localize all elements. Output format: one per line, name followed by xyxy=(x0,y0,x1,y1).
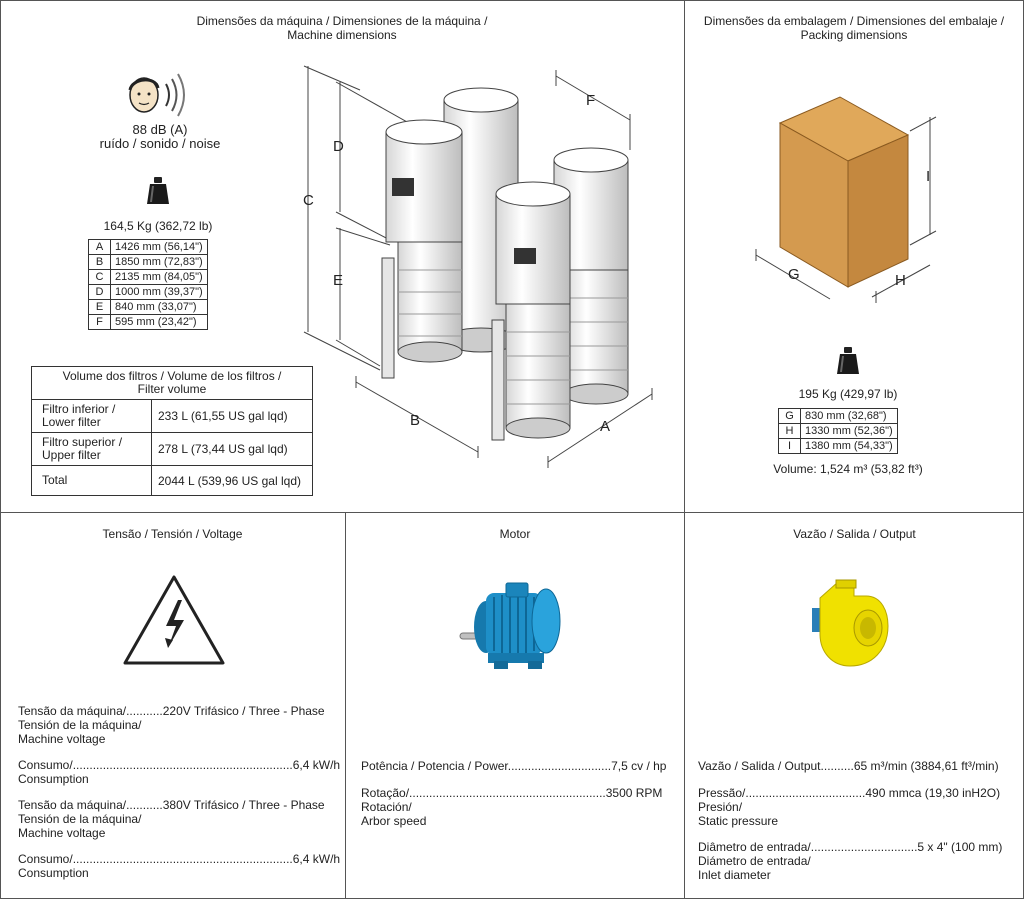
divider-vertical-bottom-left xyxy=(345,512,346,899)
filter-volume-row: Total 2044 L (539,96 US gal lqd) xyxy=(32,466,312,495)
high-voltage-warning-icon xyxy=(123,575,225,665)
dimension-value: 1330 mm (52,36") xyxy=(800,423,898,439)
weight-icon xyxy=(147,177,169,204)
output-flow-spec: Vazão / Salida / Output..........65 m³/m… xyxy=(698,759,999,773)
dimension-label-d: D xyxy=(333,138,344,155)
dimension-label-c: C xyxy=(303,192,314,209)
packing-dimensions-title: Dimensões da embalagem / Dimensiones del… xyxy=(703,14,1005,42)
blower-fan-icon xyxy=(812,579,889,667)
voltage-380-spec: Tensão da máquina/...........380V Trifás… xyxy=(18,798,325,840)
filter-cylinder xyxy=(381,119,463,379)
dimension-key: G xyxy=(778,408,801,424)
dimension-label-b: B xyxy=(410,412,421,429)
dust-collector-drawing xyxy=(303,65,653,468)
dimension-key: A xyxy=(88,239,111,255)
filter-volume-row: Filtro superior / Upper filter 278 L (73… xyxy=(32,433,312,466)
noise-value: 88 dB (A) xyxy=(132,122,188,137)
divider-vertical-right xyxy=(684,0,685,899)
filter-volume-value: 233 L (61,55 US gal lqd) xyxy=(158,409,288,423)
weight-icon xyxy=(837,347,859,374)
output-title: Vazão / Salida / Output xyxy=(793,527,916,541)
dimension-key: E xyxy=(88,299,111,315)
dimension-key: F xyxy=(88,314,111,330)
dimension-label-e: E xyxy=(333,272,344,289)
dimension-label-g: G xyxy=(788,266,800,283)
divider-horizontal xyxy=(0,512,1024,513)
motor-title: Motor xyxy=(499,527,531,541)
dimension-key: H xyxy=(778,423,801,439)
output-inlet-spec: Diâmetro de entrada/....................… xyxy=(698,840,1003,882)
machine-dimensions-title: Dimensões da máquina / Dimensiones de la… xyxy=(196,14,488,42)
dimension-value: 1850 mm (72,83") xyxy=(110,254,208,270)
packing-box-drawing xyxy=(755,96,937,303)
voltage-220-spec: Tensão da máquina/...........220V Trifás… xyxy=(18,704,325,746)
noise-icon xyxy=(128,73,185,117)
output-pressure-spec: Pressão/................................… xyxy=(698,786,1001,828)
dimension-label-h: H xyxy=(895,272,906,289)
dimension-key: C xyxy=(88,269,111,285)
filter-volume-label: Filtro superior / Upper filter xyxy=(32,433,152,465)
filter-volume-value: 2044 L (539,96 US gal lqd) xyxy=(158,473,301,488)
consumption-380-spec: Consumo/................................… xyxy=(18,852,341,880)
packing-volume: Volume: 1,524 m³ (53,82 ft³) xyxy=(773,462,923,476)
dimension-value: 595 mm (23,42") xyxy=(110,314,208,330)
dimension-label-i: I xyxy=(926,168,931,185)
dimension-label-a: A xyxy=(600,418,611,435)
filter-cylinder xyxy=(491,181,571,441)
filter-volume-title: Volume dos filtros / Volume de los filtr… xyxy=(32,367,312,400)
voltage-title: Tensão / Tensión / Voltage xyxy=(102,527,243,541)
filter-volume-table: Volume dos filtros / Volume de los filtr… xyxy=(31,366,313,496)
motor-power-spec: Potência / Potencia / Power.............… xyxy=(361,759,667,773)
filter-volume-label: Total xyxy=(32,466,152,495)
packing-weight: 195 Kg (429,97 lb) xyxy=(798,387,898,401)
dimension-value: 1000 mm (39,37") xyxy=(110,284,208,300)
dimension-key: D xyxy=(88,284,111,300)
dimension-value: 2135 mm (84,05") xyxy=(110,269,208,285)
filter-volume-value: 278 L (73,44 US gal lqd) xyxy=(158,442,288,456)
electric-motor-icon xyxy=(459,582,561,669)
dimension-key: I xyxy=(778,438,801,454)
filter-volume-label: Filtro inferior / Lower filter xyxy=(32,400,152,432)
dimension-value: 1380 mm (54,33") xyxy=(800,438,898,454)
motor-rotation-spec: Rotação/................................… xyxy=(361,786,663,828)
noise-label: ruído / sonido / noise xyxy=(99,136,221,151)
dimension-value: 830 mm (32,68") xyxy=(800,408,898,424)
filter-volume-row: Filtro inferior / Lower filter 233 L (61… xyxy=(32,400,312,433)
dimension-value: 1426 mm (56,14") xyxy=(110,239,208,255)
consumption-220-spec: Consumo/................................… xyxy=(18,758,341,786)
dimension-label-f: F xyxy=(586,92,596,109)
machine-weight: 164,5 Kg (362,72 lb) xyxy=(103,219,213,233)
dimension-key: B xyxy=(88,254,111,270)
dimension-value: 840 mm (33,07") xyxy=(110,299,208,315)
